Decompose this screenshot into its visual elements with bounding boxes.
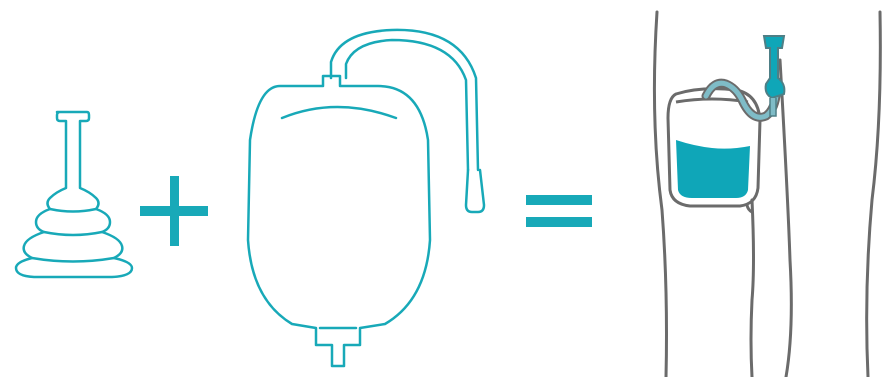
leg-with-bag-icon [654, 12, 880, 377]
plus-icon [140, 176, 208, 246]
equals-icon [526, 195, 592, 227]
catheter-sheath-icon [16, 112, 132, 277]
drainage-bag-icon [248, 30, 484, 366]
